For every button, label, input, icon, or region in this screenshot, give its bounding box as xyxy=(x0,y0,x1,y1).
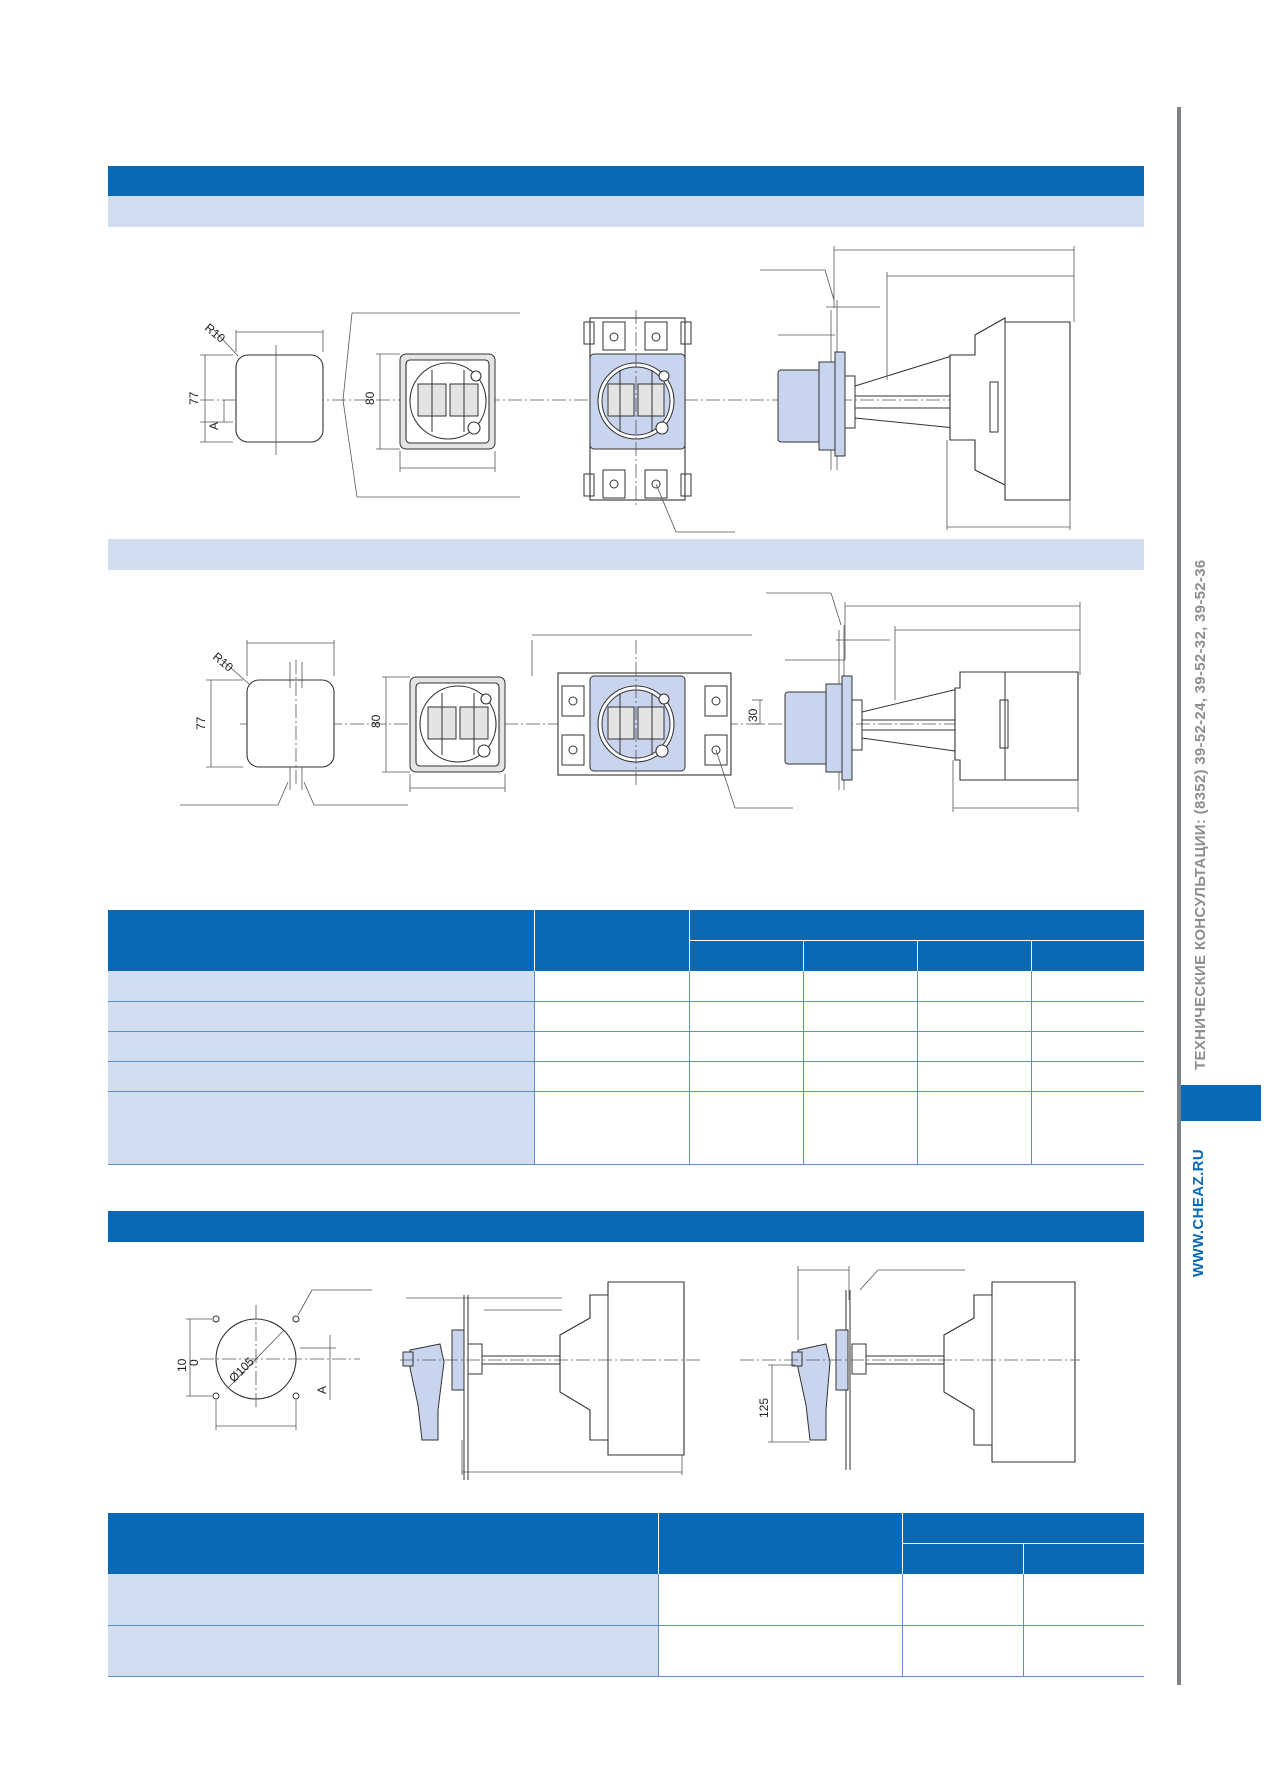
section-1-subtitle-bar xyxy=(108,196,1144,227)
breaker-front-view xyxy=(583,310,692,505)
section-1-title-bar xyxy=(108,166,1144,196)
mounting-hole-pattern xyxy=(186,1289,372,1430)
rotary-handle-side-view-2 xyxy=(740,1266,1080,1470)
table-row xyxy=(108,1091,1144,1165)
drawing-row-1: R10 77 A 80 xyxy=(187,246,1075,533)
panel-cutout-2 xyxy=(246,679,335,768)
table-1-header-param xyxy=(108,910,534,971)
spec-table-1 xyxy=(108,910,1144,1165)
hole-spacing-10-label: 10 xyxy=(175,1358,189,1372)
table-row xyxy=(108,971,1144,1002)
table-row xyxy=(108,1001,1144,1032)
table-2-subheader xyxy=(1022,1542,1144,1574)
drawing-row-2: R10 77 80 xyxy=(180,592,1081,812)
cutout-2-height-label: 77 xyxy=(194,716,208,730)
table-1-header-type xyxy=(533,910,689,971)
drawing-row-3: Ø105 10 0 A xyxy=(175,1266,1080,1480)
breaker-side-view-2 xyxy=(766,592,1081,812)
table-row xyxy=(108,1061,1144,1092)
section-3-title-bar xyxy=(108,1211,1144,1242)
table-1-subheader xyxy=(688,939,803,971)
cutout-2-radius-label: R10 xyxy=(210,650,236,675)
sidebar-divider xyxy=(1177,107,1181,1685)
handle-frame-size-label: 80 xyxy=(363,391,377,405)
spec-table-2 xyxy=(108,1513,1144,1677)
rotary-handle-side-view xyxy=(400,1281,700,1480)
table-1-subheader xyxy=(802,939,917,971)
panel-cutout xyxy=(235,354,324,443)
cutout-radius-label: R10 xyxy=(202,321,228,346)
handle-2-frame-size-label: 80 xyxy=(369,714,383,728)
handle-length-label: 125 xyxy=(757,1398,771,1418)
breaker-2-offset-label: 30 xyxy=(746,708,760,722)
table-1-subheader xyxy=(916,939,1031,971)
handle-front-view-2 xyxy=(409,676,506,773)
sidebar-website-link[interactable]: WWW.CHEAZ.RU xyxy=(1190,1148,1207,1277)
breaker-front-view-2 xyxy=(557,640,732,785)
hole-spacing-0-label: 0 xyxy=(187,1359,201,1366)
section-2-subtitle-bar xyxy=(108,539,1144,570)
breaker-side-view xyxy=(760,246,1075,530)
table-row xyxy=(108,1574,1144,1626)
table-2-subheader xyxy=(901,1542,1023,1574)
table-row xyxy=(108,1031,1144,1062)
handle-front-view xyxy=(399,353,496,450)
table-2-header-param xyxy=(108,1513,658,1574)
hole-offset-label: A xyxy=(315,1386,329,1394)
table-row xyxy=(108,1625,1144,1677)
table-1-header-group xyxy=(688,910,1144,940)
table-2-header-type xyxy=(657,1513,902,1574)
sidebar-section-tab xyxy=(1181,1085,1261,1121)
sidebar-consult-phone: ТЕХНИЧЕСКИЕ КОНСУЛЬТАЦИИ: (8352) 39-52-2… xyxy=(1192,559,1209,1070)
table-2-header-group xyxy=(901,1513,1144,1543)
table-1-subheader xyxy=(1030,939,1144,971)
cutout-height-label: 77 xyxy=(187,391,201,405)
cutout-offset-label: A xyxy=(207,422,221,430)
